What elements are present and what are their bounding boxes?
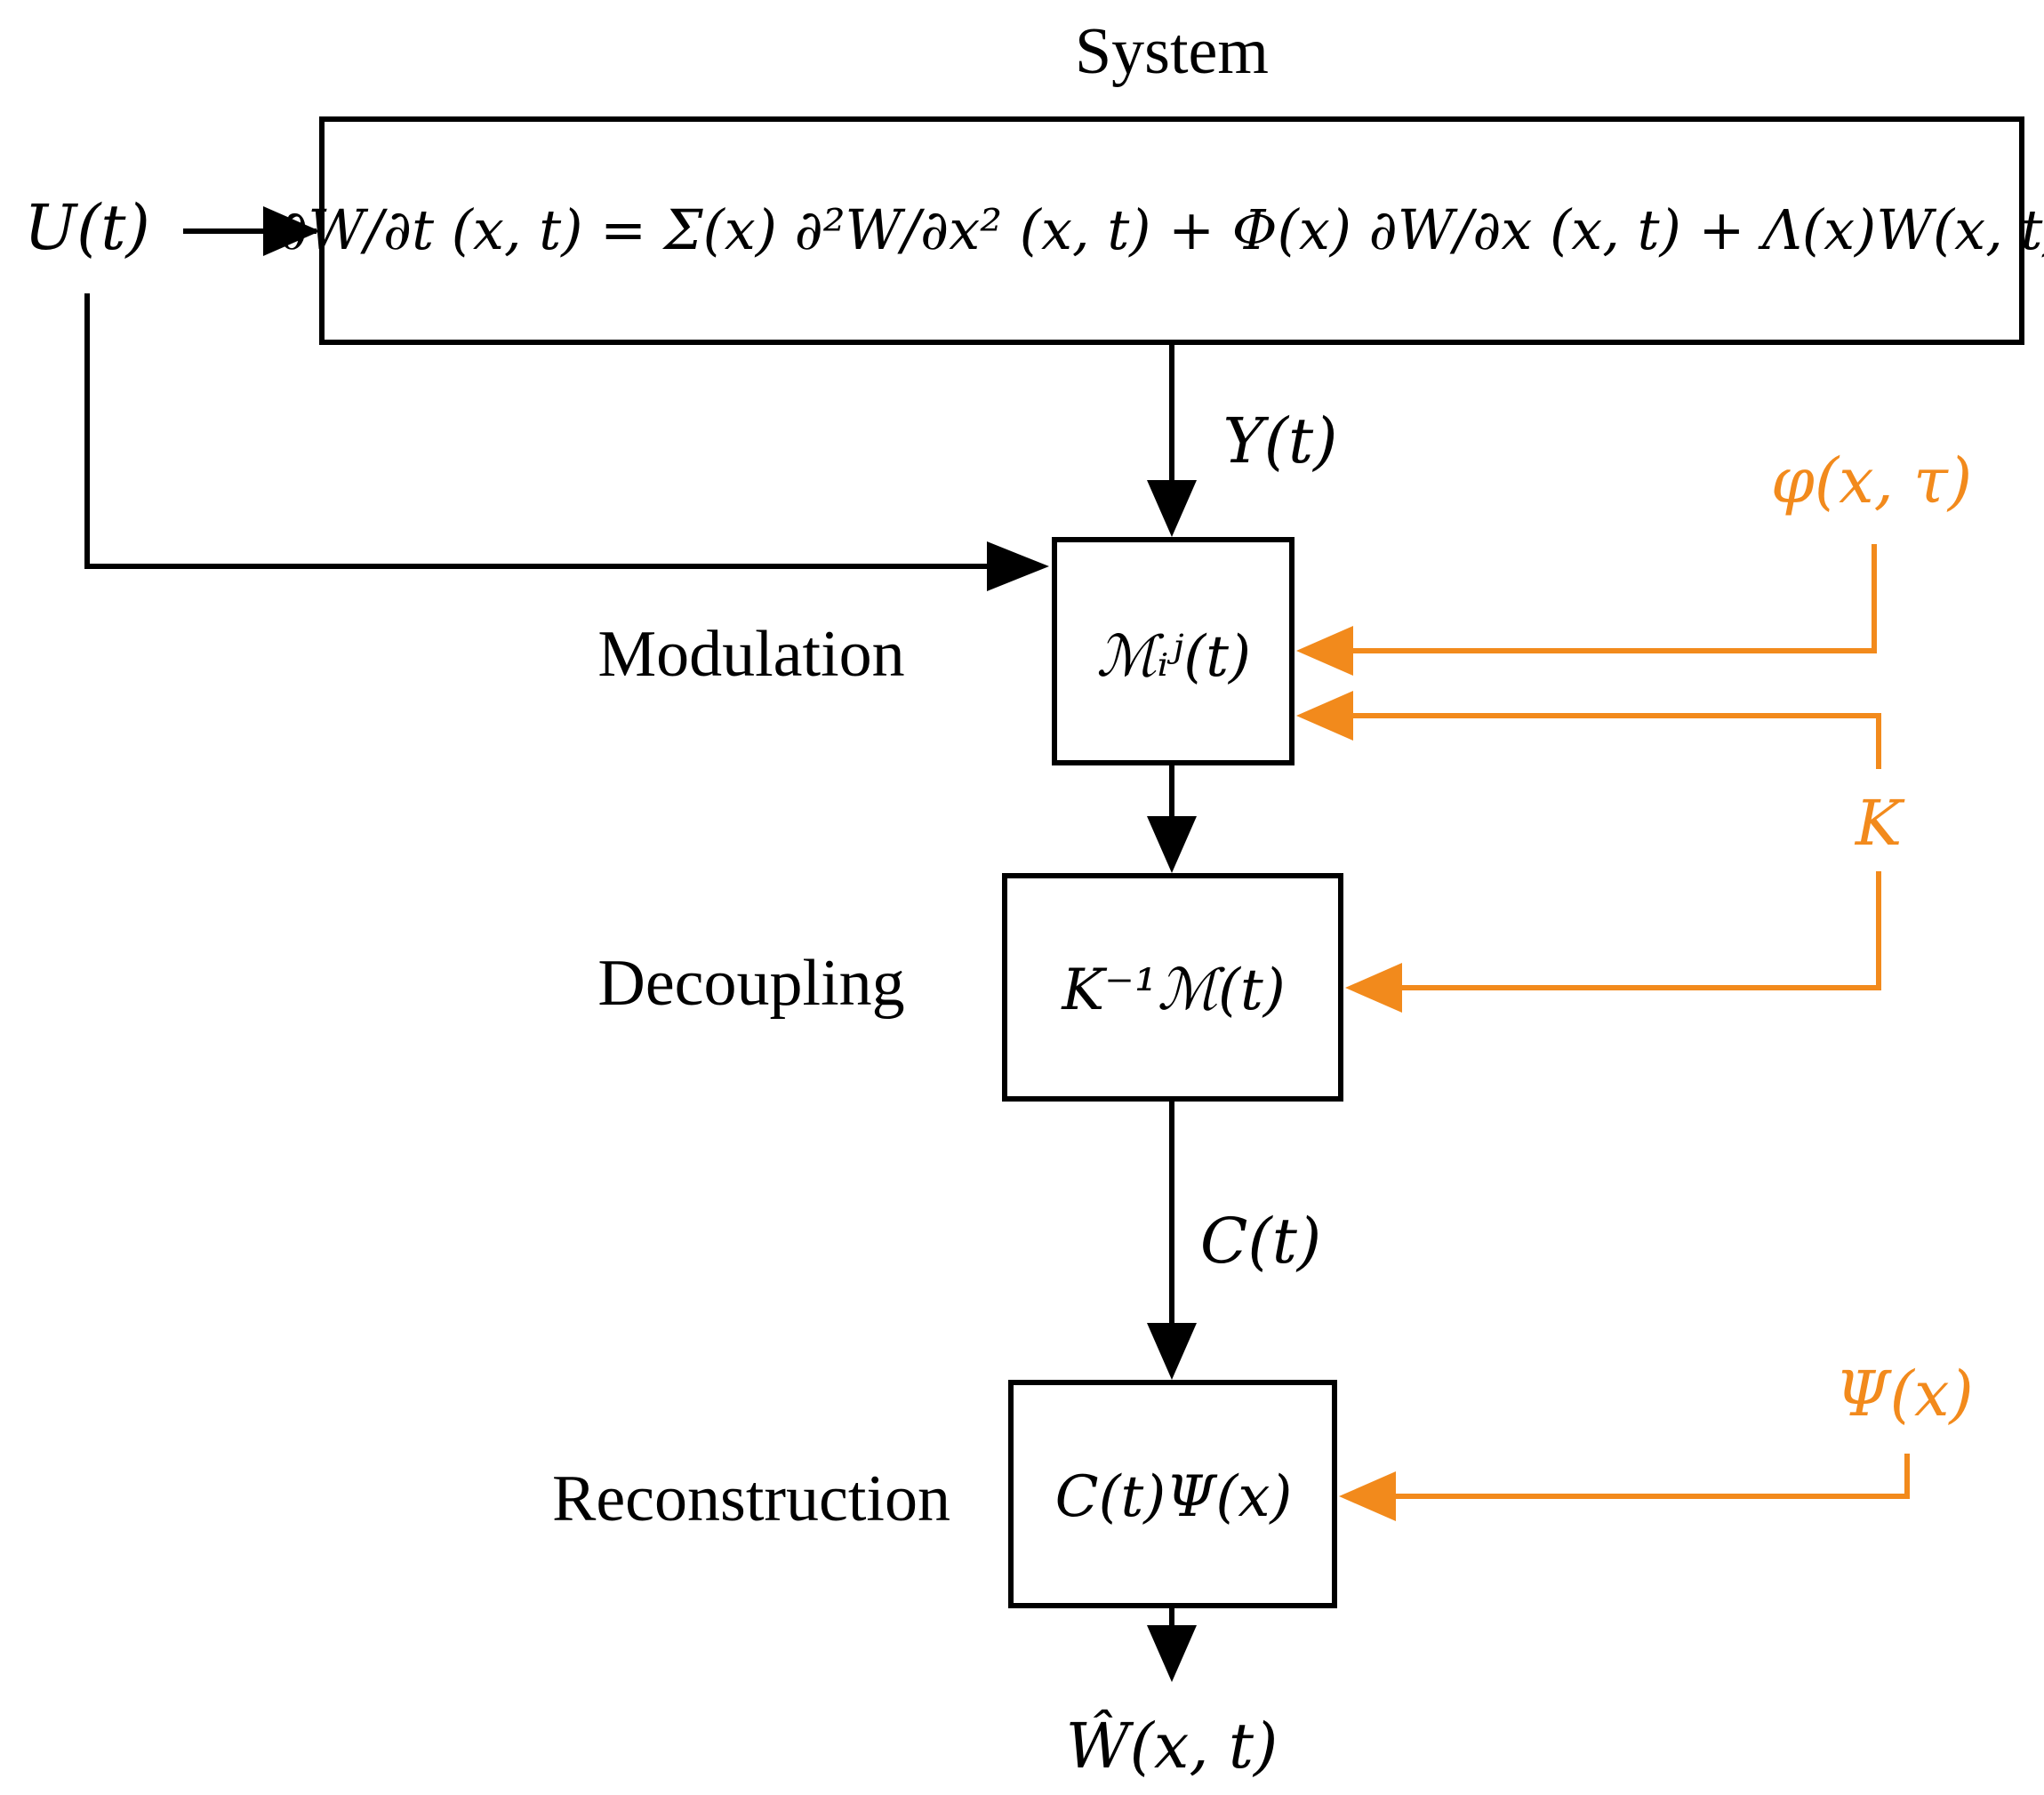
- modulation-box: [1052, 537, 1295, 765]
- input-arrowhead: [263, 206, 320, 256]
- modulating-function-arrowhead: [1296, 626, 1353, 676]
- modulating-function-wire: [1343, 544, 1877, 653]
- matrix-to-modulation-wire: [1343, 713, 1881, 769]
- output-signal-label: Y(t): [1223, 405, 1338, 477]
- modulating-function-label: φ(x, τ): [1771, 445, 1972, 517]
- system-box: [319, 116, 2024, 345]
- system-modulation-arrowhead: [1147, 480, 1197, 537]
- reconstruction-label: Reconstruction: [552, 1462, 950, 1535]
- matrix-modulation-arrowhead: [1296, 691, 1353, 741]
- input-signal-label: U(t): [24, 191, 150, 264]
- reconstruction-box: [1008, 1380, 1337, 1608]
- input-to-modulation-wire: [84, 293, 1005, 569]
- basis-wire: [1387, 1454, 1910, 1499]
- matrix-to-decoupling-wire: [1391, 871, 1881, 990]
- decoupling-expr: K⁻¹ℳ(t): [1061, 958, 1285, 1023]
- modulation-expr: ℳᵢʲ(t): [1096, 624, 1251, 690]
- coefficients-label: C(t): [1200, 1205, 1321, 1278]
- decoupling-reconstruction-arrowhead: [1147, 1323, 1197, 1380]
- modulation-label: Modulation: [597, 618, 904, 691]
- estimate-label: Ŵ(x, t): [1066, 1710, 1279, 1783]
- system-title: System: [1075, 15, 1269, 88]
- basis-label: Ψ(x): [1835, 1358, 1973, 1430]
- matrix-decoupling-arrowhead: [1345, 963, 1402, 1013]
- decoupling-box: [1002, 873, 1343, 1102]
- decoupling-label: Decoupling: [597, 947, 904, 1020]
- modulation-decoupling-arrowhead: [1147, 816, 1197, 873]
- basis-arrowhead: [1339, 1471, 1396, 1521]
- input-modulation-arrowhead: [987, 541, 1049, 591]
- system-equation: ∂W/∂t (x, t) = Σ(x) ∂²W/∂x² (x, t) + Φ(x…: [279, 197, 2044, 262]
- reconstruction-expr: C(t)Ψ(x): [1055, 1464, 1293, 1530]
- matrix-label: K: [1854, 787, 1905, 860]
- reconstruction-output-arrowhead: [1147, 1625, 1197, 1682]
